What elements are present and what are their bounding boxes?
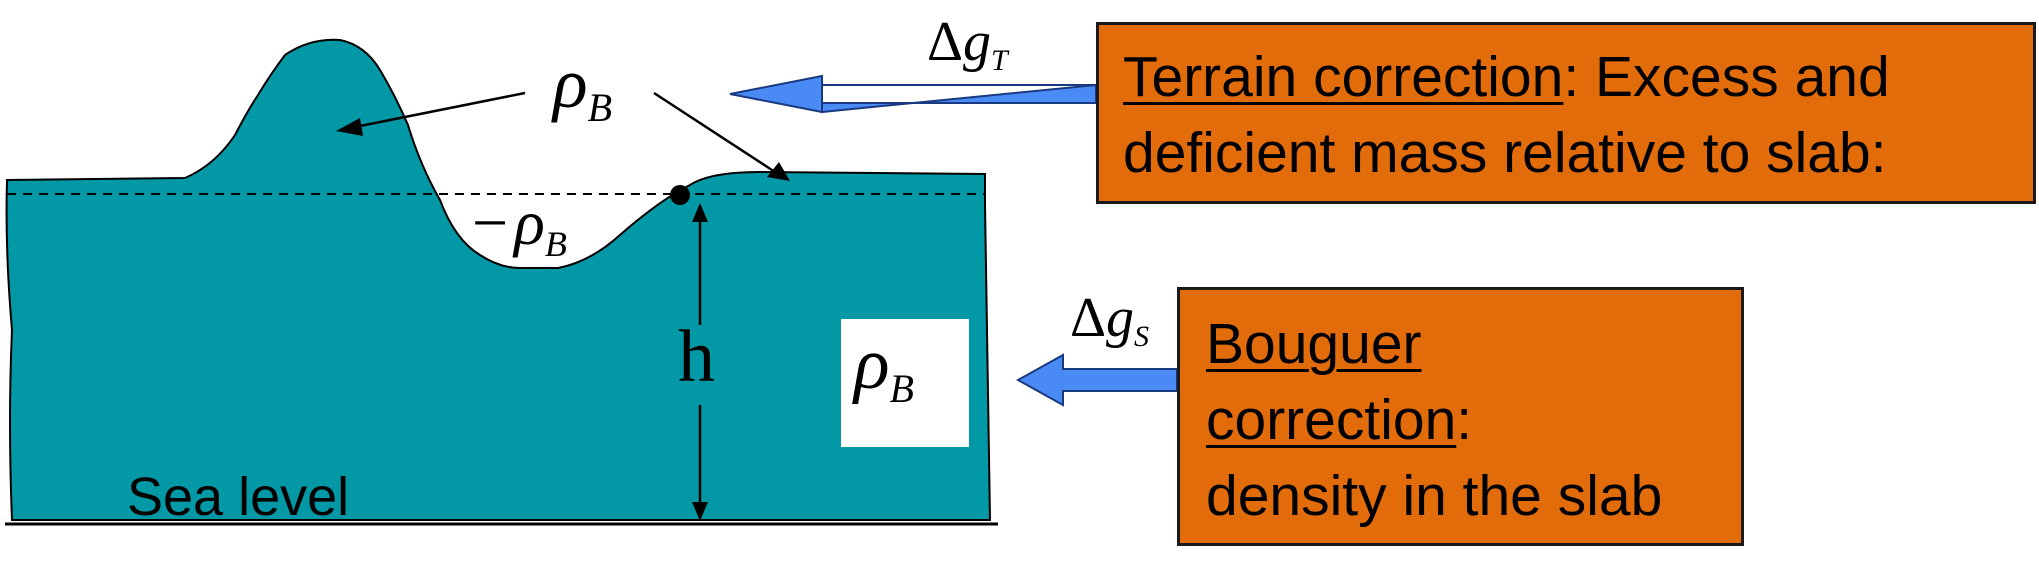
bouguer-correction-box: Bouguer correction: density in the slab xyxy=(1177,287,1744,546)
sea-level-label: Sea level xyxy=(127,467,350,527)
bouguer-title-suffix: : xyxy=(1456,388,1473,452)
bouguer-correction-text: density in the slab xyxy=(1206,464,1663,528)
terrain-correction-text: : Excess and deficient mass relative to … xyxy=(1123,45,1890,185)
height-arrow-up-head xyxy=(692,203,708,222)
slab-density-box xyxy=(841,319,969,447)
rho-arrow-to-hill-head xyxy=(336,118,363,136)
minus-rho-b-label: −ρB xyxy=(472,187,567,264)
terrain-correction-arrow xyxy=(729,74,1097,114)
rho-arrow-to-surface xyxy=(653,91,776,174)
bouguer-title-line1: Bouguer xyxy=(1206,312,1422,376)
rho-b-slab-label: ρB xyxy=(854,323,914,411)
bouguer-title-line2: correction xyxy=(1206,388,1457,452)
station-point xyxy=(670,185,690,205)
height-label: h xyxy=(678,316,715,398)
delta-g-s-label: ΔgS xyxy=(1070,287,1150,353)
delta-g-t-label: ΔgT xyxy=(927,11,1008,77)
terrain-correction-title: Terrain correction xyxy=(1123,45,1564,109)
height-arrow-down-head xyxy=(692,502,708,521)
rho-arrow-to-surface-head xyxy=(767,162,790,181)
rho-b-top-label: ρB xyxy=(553,43,612,130)
terrain-correction-box: Terrain correction: Excess and deficient… xyxy=(1096,22,2036,204)
terrain-slab xyxy=(5,38,992,521)
bouguer-correction-arrow xyxy=(1015,353,1178,407)
rho-arrow-to-hill xyxy=(354,91,526,129)
